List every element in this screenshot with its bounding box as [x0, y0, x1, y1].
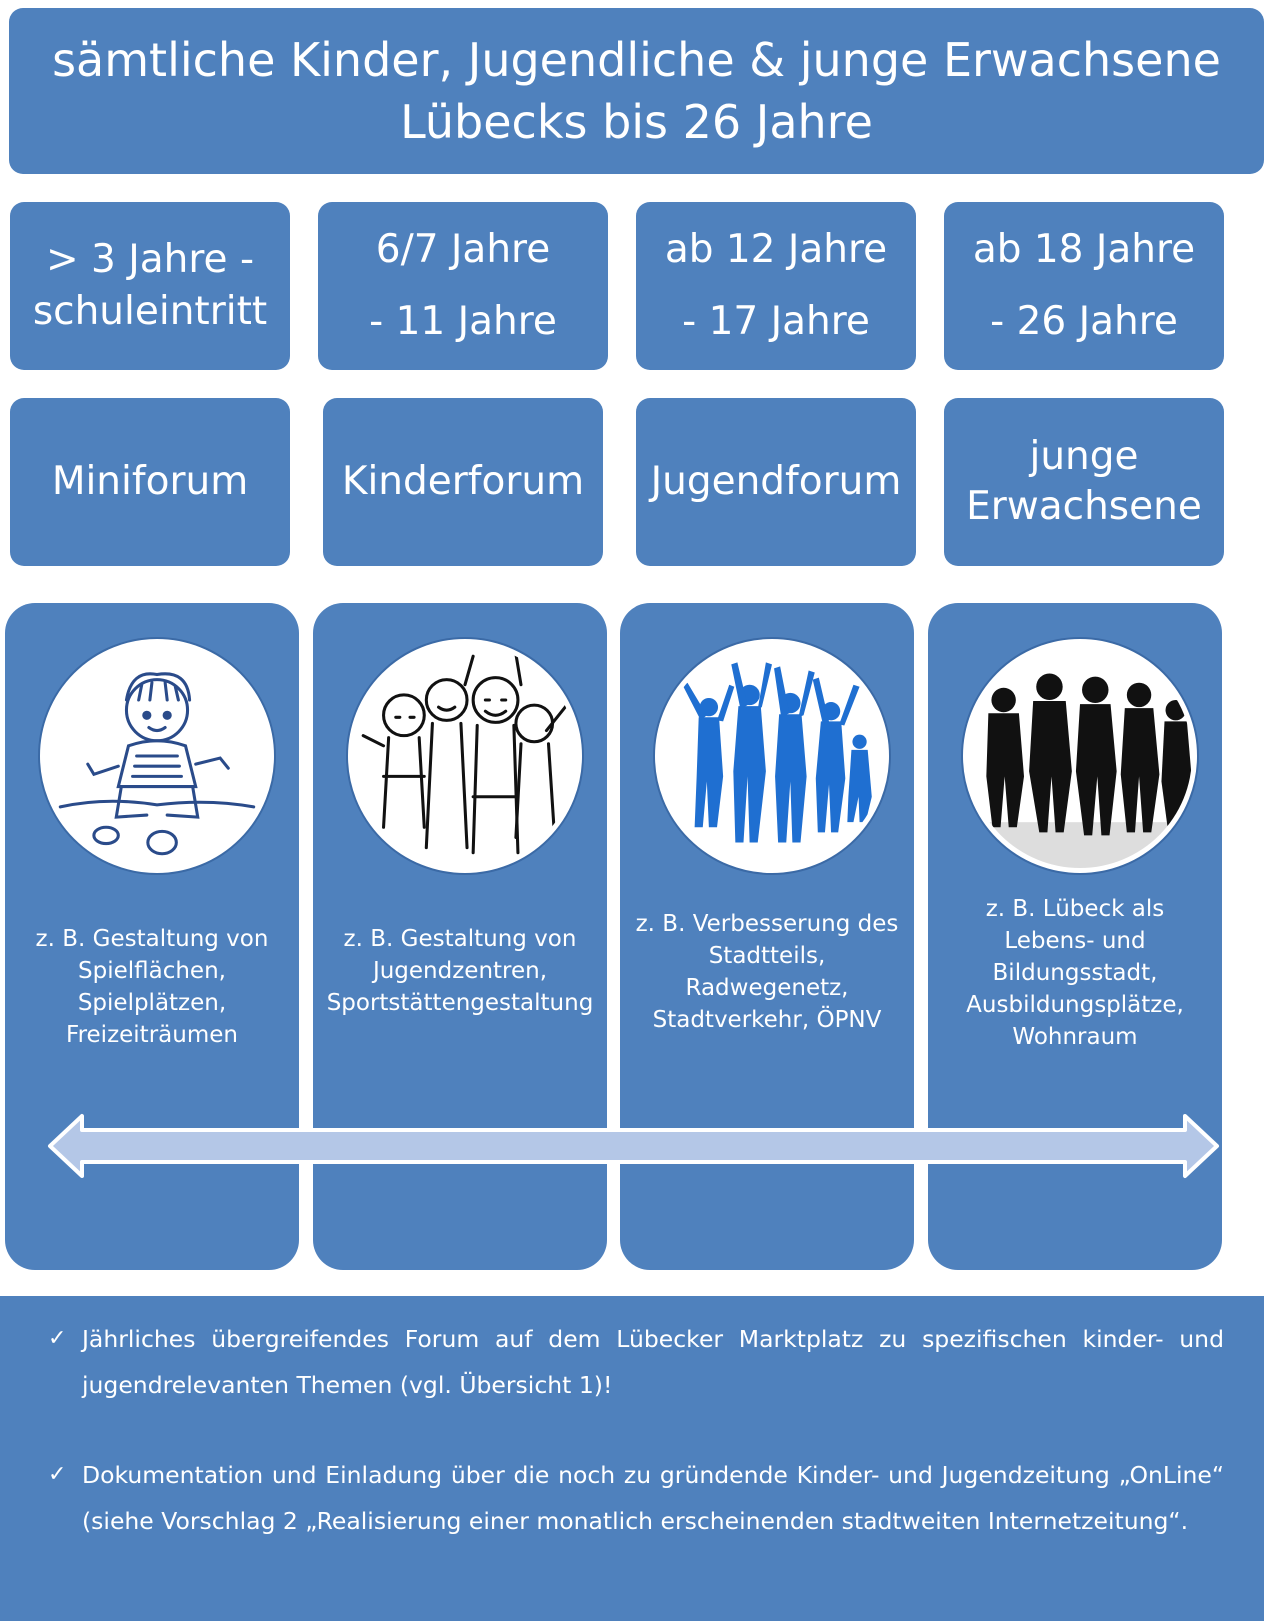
forum-label-line-1: junge [1029, 434, 1139, 479]
age-box-under-3: > 3 Jahre - schuleintritt [10, 202, 290, 370]
description-line: Wohnraum [1012, 1024, 1138, 1050]
title-line-2: Lübecks bis 26 Jahre [400, 95, 873, 149]
bullet-item: ✓ Dokumentation und Einladung über die n… [48, 1452, 1224, 1544]
forum-label: Jugendforum [650, 459, 902, 504]
forum-box-miniforum: Miniforum [10, 398, 290, 566]
forum-label: Kinderforum [341, 459, 585, 504]
description-line: z. B. Lübeck als [985, 896, 1165, 922]
double-arrow-icon [48, 1114, 1219, 1178]
check-icon: ✓ [48, 1462, 67, 1487]
forum-label-line-2: Erwachsene [966, 484, 1202, 529]
jumping-teens-silhouette [655, 639, 889, 873]
age-line-2: - 17 Jahre [682, 299, 870, 344]
description-line: z. B. Gestaltung von [35, 926, 269, 952]
description-line: Spielflächen, [78, 958, 226, 984]
bullet-item: ✓ Jährliches übergreifendes Forum auf de… [48, 1316, 1224, 1408]
description-line: z. B. Gestaltung von [343, 926, 577, 952]
age-line-1: ab 18 Jahre [972, 227, 1196, 272]
description-line: z. B. Verbesserung des [635, 911, 899, 937]
description-line: Lebens- und [1004, 928, 1146, 954]
column-description: z. B. Gestaltung von Jugendzentren, Spor… [321, 923, 599, 1019]
description-line: Jugendzentren, [372, 958, 548, 984]
age-line-1: ab 12 Jahre [664, 227, 888, 272]
column-mini: z. B. Gestaltung von Spielflächen, Spiel… [5, 603, 299, 1270]
forum-box-jugendforum: Jugendforum [636, 398, 916, 566]
title-line-1: sämtliche Kinder, Jugendliche & junge Er… [52, 33, 1221, 87]
age-line-2: - 26 Jahre [990, 299, 1178, 344]
summary-panel: ✓ Jährliches übergreifendes Forum auf de… [0, 1296, 1264, 1621]
description-line: Freizeiträumen [66, 1022, 238, 1048]
forum-box-kinderforum: Kinderforum [323, 398, 603, 566]
column-description: z. B. Verbesserung des Stadtteils, Radwe… [628, 908, 906, 1036]
forum-label: Miniforum [51, 459, 249, 504]
age-box-18-26: ab 18 Jahre - 26 Jahre [944, 202, 1224, 370]
forum-box-junge-erwachsene: junge Erwachsene [944, 398, 1224, 566]
young-adults-silhouette [963, 639, 1197, 873]
toddler-illustration [40, 639, 274, 873]
description-line: Bildungsstadt, [992, 960, 1158, 986]
description-line: Stadtteils, [708, 943, 826, 969]
bullet-text: Dokumentation und Einladung über die noc… [82, 1461, 1224, 1535]
description-line: Stadtverkehr, ÖPNV [652, 1007, 882, 1033]
description-line: Sportstättengestaltung [326, 990, 594, 1016]
age-box-12-17: ab 12 Jahre - 17 Jahre [636, 202, 916, 370]
column-description: z. B. Lübeck als Lebens- und Bildungssta… [936, 893, 1214, 1053]
column-description: z. B. Gestaltung von Spielflächen, Spiel… [13, 923, 291, 1051]
age-line-1: > 3 Jahre - [45, 237, 255, 282]
children-group-illustration [348, 639, 582, 873]
age-line-1: 6/7 Jahre [375, 227, 551, 272]
age-line-2: schuleintritt [32, 289, 268, 334]
diagram-title: sämtliche Kinder, Jugendliche & junge Er… [9, 8, 1264, 174]
description-line: Spielplätzen, [77, 990, 227, 1016]
check-icon: ✓ [48, 1326, 67, 1351]
age-line-2: - 11 Jahre [369, 299, 557, 344]
description-line: Radwegenetz, [685, 975, 849, 1001]
description-line: Ausbildungsplätze, [966, 992, 1184, 1018]
age-box-6-11: 6/7 Jahre - 11 Jahre [318, 202, 608, 370]
bullet-text: Jährliches übergreifendes Forum auf dem … [82, 1325, 1224, 1399]
